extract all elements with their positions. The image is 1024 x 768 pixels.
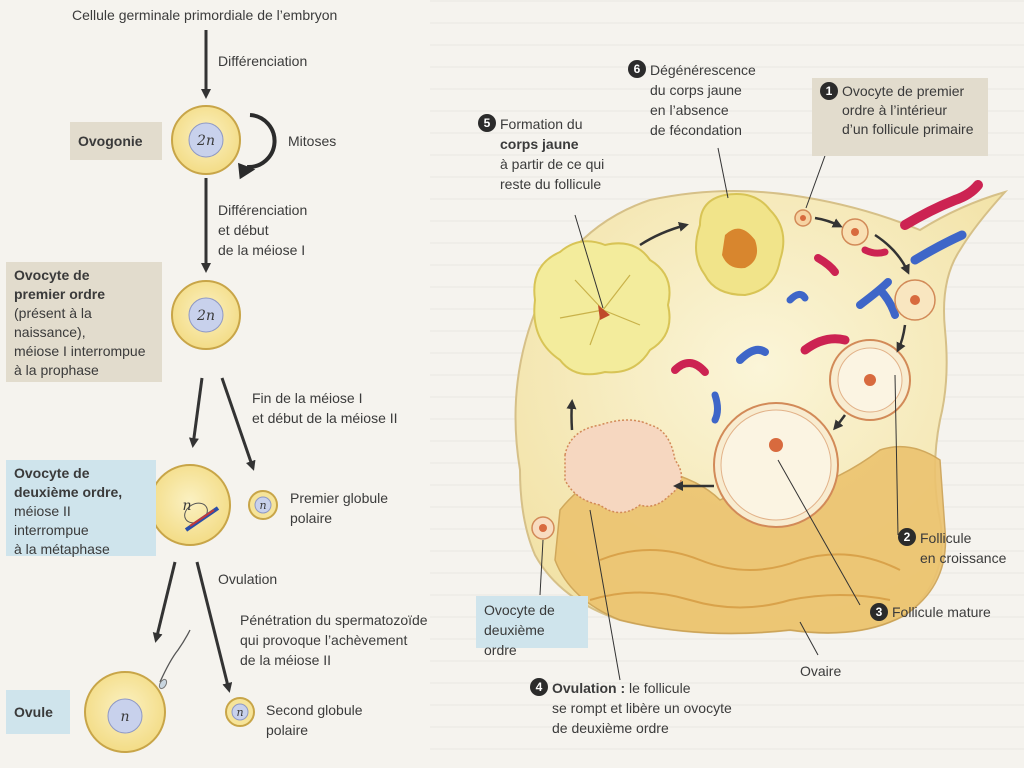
ovulation-label: Ovulation	[218, 571, 278, 587]
premier-globule-line-2: polaire	[290, 510, 333, 526]
follicle-mature	[713, 402, 839, 528]
ovocyte1-title-1: Ovocyte de	[14, 267, 90, 283]
cell-ovocyte-premier	[171, 280, 241, 350]
ovocyte-box-line-1: Ovocyte de	[484, 602, 555, 618]
arrow-4a	[152, 561, 177, 643]
ruptured-follicle	[564, 419, 683, 514]
ovaire-label: Ovaire	[800, 663, 842, 679]
second-globule-polaire	[225, 697, 255, 727]
arrow-3a	[188, 377, 204, 448]
ovocyte1-title-2: premier ordre	[14, 286, 106, 302]
penetration-label: Pénétration du spermatozoïde qui provoqu…	[240, 610, 428, 670]
mitoses-arrow-icon	[238, 113, 277, 180]
differenciation-debut-label: Différenciation et début de la méiose I	[218, 200, 307, 260]
step6-line-2: du corps jaune	[650, 82, 742, 98]
ovogonie-label: Ovogonie	[70, 122, 162, 160]
ovocyte-deuxieme-released	[531, 516, 555, 540]
step2-line-1: Follicule	[920, 530, 972, 546]
corps-jaune-degenere	[695, 193, 785, 297]
step5-line-4: reste du follicule	[500, 176, 602, 192]
fin-meiose-line-2: et début de la méiose II	[252, 410, 398, 426]
cell-ovule	[84, 629, 191, 753]
cell-n-label-a: n	[182, 498, 191, 514]
step2-line-2: en croissance	[920, 550, 1007, 566]
mitoses-label: Mitoses	[288, 133, 337, 149]
corps-jaune	[533, 240, 671, 376]
step6-line-4: de fécondation	[650, 122, 742, 138]
step1-number-icon: 1	[820, 82, 838, 100]
second-globule-label: Second globule polaire	[266, 700, 363, 740]
fin-meiose-label: Fin de la méiose I et début de la méiose…	[252, 388, 398, 428]
step3-number-icon: 3	[870, 603, 888, 621]
step6-number-icon: 6	[628, 60, 646, 78]
ovocyte-box-line-2: deuxième ordre	[484, 622, 545, 658]
arrow-4b	[195, 561, 233, 693]
follicle-croissance	[829, 279, 936, 421]
step2-number-icon: 2	[898, 528, 916, 546]
step3-line-1: Follicule mature	[892, 604, 991, 620]
differenciation-label: Différenciation	[218, 53, 308, 69]
ovocyte-premier-box: Ovocyte de premier ordre (présent à la n…	[6, 262, 162, 382]
globule-n-label-2: n	[236, 706, 243, 719]
ovocyte2-desc-2: à la métaphase	[14, 541, 110, 557]
cell-ovogonie	[171, 105, 241, 175]
cell-2n-label-a: 2n	[196, 133, 215, 149]
arrow-3b	[220, 377, 256, 471]
diff2-line-1: Différenciation	[218, 202, 308, 218]
second-globule-line-2: polaire	[266, 722, 309, 738]
cell-2n-label-b: 2n	[196, 308, 215, 324]
step4-line-1: le follicule	[625, 680, 691, 696]
ovocyte2-desc-1: méiose II interrompue	[14, 503, 89, 538]
step4-line-2: se rompt et libère un ovocyte	[552, 700, 732, 716]
ovule-label: Ovule	[6, 690, 70, 734]
penetration-line-2: qui provoque l’achèvement	[240, 632, 408, 648]
ovocyte1-desc-2: méiose I interrompue	[14, 343, 146, 359]
second-globule-line-1: Second globule	[266, 702, 363, 718]
premier-globule-line-1: Premier globule	[290, 490, 389, 506]
ovocyte1-desc-1: (présent à la naissance),	[14, 305, 92, 340]
premier-globule-polaire	[248, 490, 278, 520]
diff2-line-3: de la méiose I	[218, 242, 306, 258]
step5-number-icon: 5	[478, 114, 496, 132]
step5-bold: corps jaune	[500, 136, 579, 152]
diff2-line-2: et début	[218, 222, 269, 238]
step1-line-3: d’un follicule primaire	[842, 121, 974, 137]
fin-meiose-line-1: Fin de la méiose I	[252, 390, 363, 406]
step1-line-2: ordre à l’intérieur	[842, 102, 948, 118]
penetration-line-1: Pénétration du spermatozoïde	[240, 612, 428, 628]
step6-line-1: Dégénérescence	[650, 62, 756, 78]
step4-bold: Ovulation :	[552, 680, 626, 696]
step5-line-1: Formation du	[500, 116, 583, 132]
ovocyte1-desc-3: à la prophase	[14, 362, 99, 378]
step6-line-3: en l’absence	[650, 102, 729, 118]
ovocyte2-title-1: Ovocyte de	[14, 465, 90, 481]
penetration-line-3: de la méiose II	[240, 652, 332, 668]
ovocyte2-title-2: deuxième ordre,	[14, 484, 123, 500]
ovocyte-deuxieme-ordre-box: Ovocyte de deuxième ordre	[476, 596, 588, 658]
ovocyte-deuxieme-box: Ovocyte de deuxième ordre, méiose II int…	[6, 460, 156, 557]
follicle-primaire	[794, 209, 869, 246]
globule-n-label-1: n	[259, 499, 266, 512]
premier-globule-label: Premier globule polaire	[290, 488, 388, 528]
step4-line-3: de deuxième ordre	[552, 720, 669, 736]
cycle-arrows	[566, 216, 910, 491]
step4-number-icon: 4	[530, 678, 548, 696]
step1-line-1: Ovocyte de premier	[842, 83, 965, 99]
cell-n-label-b: n	[120, 709, 129, 725]
cellule-germinale-label: Cellule germinale primordiale de l’embry…	[72, 7, 338, 23]
step5-line-3: à partir de ce qui	[500, 156, 605, 172]
